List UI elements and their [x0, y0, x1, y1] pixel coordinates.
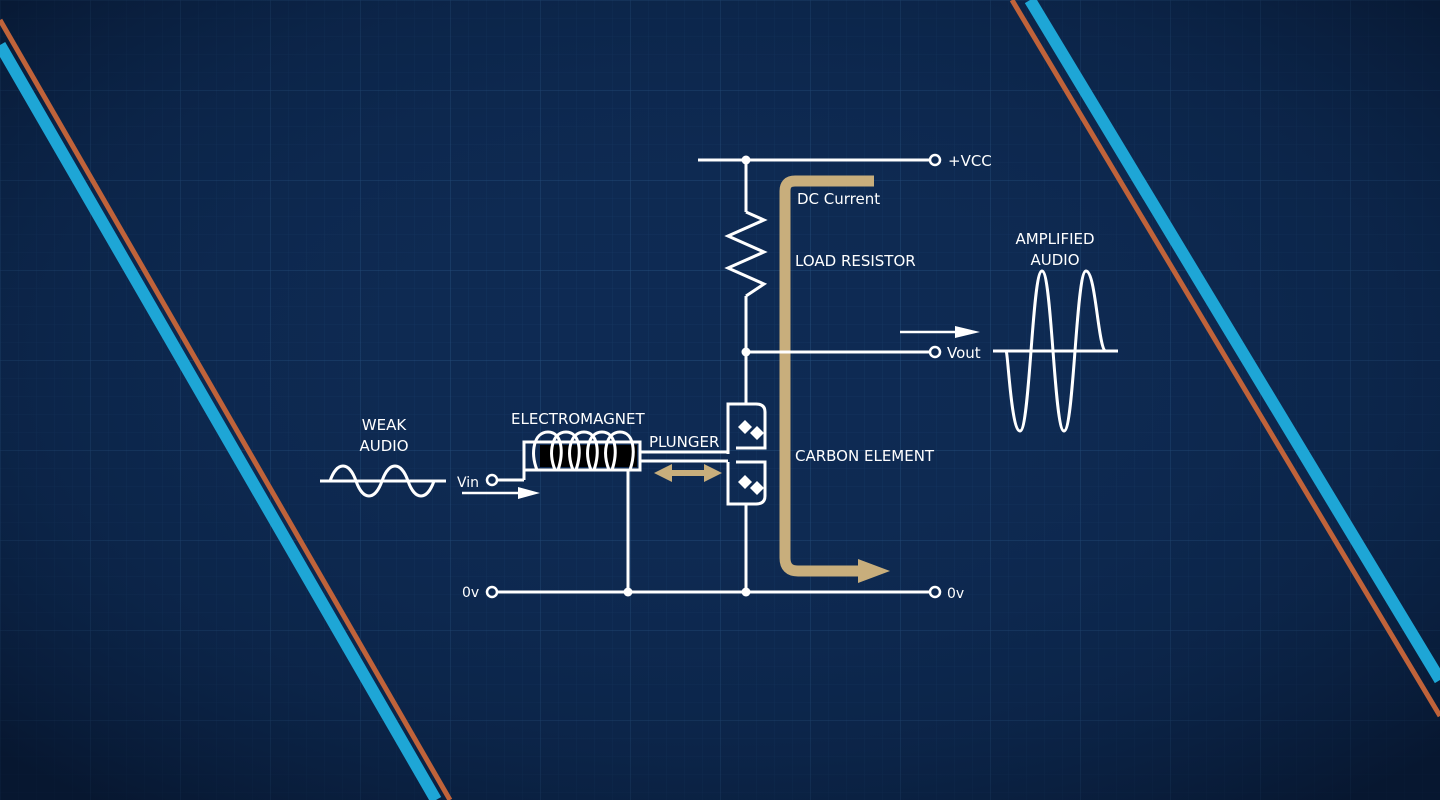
- amplified-audio-label-line2: AUDIO: [1030, 251, 1079, 269]
- vin-arrow: [462, 487, 540, 499]
- load-resistor-label: LOAD RESISTOR: [795, 252, 916, 270]
- circuit-wires: [497, 158, 930, 594]
- plunger-symbol: [640, 450, 728, 463]
- left-stripes: [0, 18, 453, 800]
- amplified-audio-label-line1: AMPLIFIED: [1015, 230, 1094, 248]
- weak-audio-waveform: [320, 464, 446, 498]
- carbon-element-label: CARBON ELEMENT: [795, 447, 935, 465]
- electromagnet-symbol: [522, 430, 642, 472]
- amplified-audio-waveform: [993, 269, 1118, 433]
- ground-right-label: 0v: [947, 586, 964, 602]
- junction-dots: [623, 155, 751, 597]
- load-resistor-symbol: [724, 210, 768, 298]
- vin-terminal: [485, 473, 499, 487]
- weak-audio-label-line2: AUDIO: [359, 437, 408, 455]
- vin-label: Vin: [457, 475, 479, 491]
- ground-right-terminal: [928, 585, 942, 599]
- vout-arrow: [900, 326, 980, 338]
- ground-left-terminal: [485, 585, 499, 599]
- electromagnet-label: ELECTROMAGNET: [511, 410, 645, 428]
- carbon-element-symbol: [726, 400, 767, 508]
- vcc-label: +VCC: [948, 152, 992, 170]
- plunger-label: PLUNGER: [649, 433, 719, 451]
- vout-terminal: [928, 345, 942, 359]
- terminals: [485, 153, 942, 599]
- vcc-terminal: [928, 153, 942, 167]
- right-stripes: [1009, 0, 1440, 718]
- dc-current-arrow: [779, 175, 890, 583]
- weak-audio-label-line1: WEAK: [362, 416, 408, 434]
- dc-current-label: DC Current: [797, 190, 880, 208]
- vout-label: Vout: [947, 344, 981, 362]
- plunger-motion-arrow: [654, 464, 722, 482]
- ground-left-label: 0v: [462, 585, 479, 601]
